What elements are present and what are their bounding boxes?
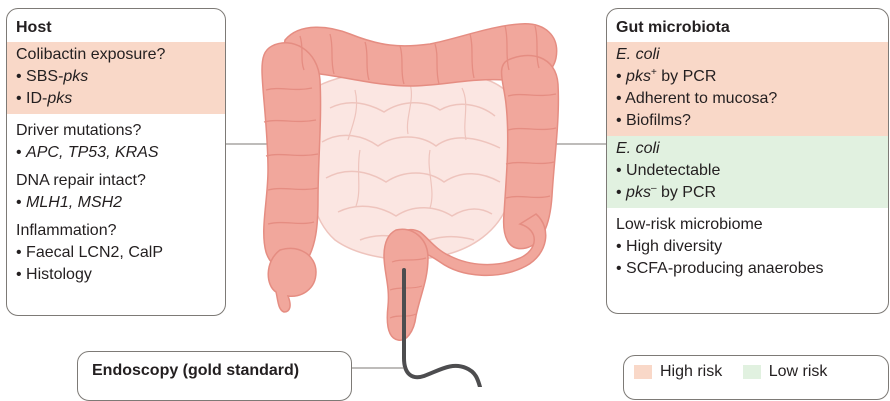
colibactin-item-id: • ID-pks	[16, 88, 216, 110]
inflammation-item-histology: • Histology	[16, 264, 216, 286]
inflammation-group: Inflammation? • Faecal LCN2, CalP • Hist…	[16, 220, 216, 286]
inflammation-question: Inflammation?	[16, 220, 216, 242]
driver-mutations-question: Driver mutations?	[16, 120, 216, 142]
low-risk-item-undetectable: • Undetectable	[616, 160, 879, 182]
low-risk-swatch	[743, 365, 761, 379]
microbiota-high-risk-band: E. coli • pks+ by PCR • Adherent to muco…	[607, 42, 888, 136]
colibactin-item-sbs: • SBS-pks	[16, 66, 216, 88]
driver-mutations-genes: • APC, TP53, KRAS	[16, 142, 216, 164]
high-risk-pcr: • pks+ by PCR	[616, 66, 879, 88]
colibactin-high-risk-band: Colibactin exposure? • SBS-pks • ID-pks	[7, 42, 225, 114]
legend-high-risk: High risk	[634, 362, 722, 382]
high-risk-item-adherent: • Adherent to mucosa?	[616, 88, 879, 110]
colibactin-question: Colibactin exposure?	[16, 44, 216, 66]
low-risk-organism: E. coli	[616, 138, 879, 160]
high-risk-organism: E. coli	[616, 44, 879, 66]
endoscopy-box: Endoscopy (gold standard)	[77, 351, 352, 401]
low-risk-pcr: • pks– by PCR	[616, 182, 879, 204]
inflammation-item-faecal: • Faecal LCN2, CalP	[16, 242, 216, 264]
dna-repair-genes: • MLH1, MSH2	[16, 192, 216, 214]
legend-low-risk-label: Low risk	[769, 362, 828, 382]
legend-low-risk: Low risk	[743, 362, 828, 382]
microbiota-low-risk-band: E. coli • Undetectable • pks– by PCR	[607, 136, 888, 208]
low-risk-microbiome-group: Low-risk microbiome • High diversity • S…	[616, 214, 879, 280]
high-risk-item-biofilms: • Biofilms?	[616, 110, 879, 132]
microbiota-title: Gut microbiota	[616, 18, 879, 38]
host-title: Host	[16, 18, 216, 38]
low-risk-microbiome-title: Low-risk microbiome	[616, 214, 879, 236]
microbiota-box: Gut microbiota E. coli • pks+ by PCR • A…	[606, 8, 889, 314]
driver-mutations-group: Driver mutations? • APC, TP53, KRAS	[16, 120, 216, 164]
host-box: Host Colibactin exposure? • SBS-pks • ID…	[6, 8, 226, 316]
microbiome-item-scfa: • SCFA-producing anaerobes	[616, 258, 879, 280]
endoscopy-label: Endoscopy (gold standard)	[92, 362, 299, 379]
high-risk-swatch	[634, 365, 652, 379]
dna-repair-group: DNA repair intact? • MLH1, MSH2	[16, 170, 216, 214]
legend-high-risk-label: High risk	[660, 362, 722, 382]
dna-repair-question: DNA repair intact?	[16, 170, 216, 192]
microbiome-item-diversity: • High diversity	[616, 236, 879, 258]
legend-box: High risk Low risk	[623, 355, 889, 400]
